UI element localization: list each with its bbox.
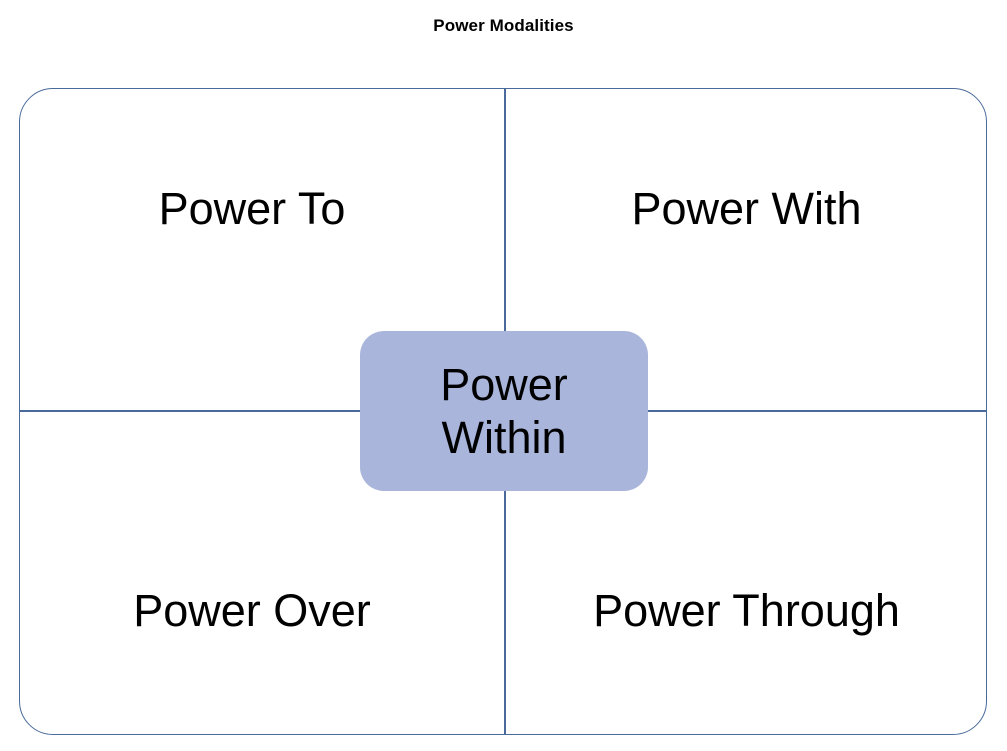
quadrant-bottom-right-label: Power Through — [593, 585, 900, 636]
center-node-label: Power Within — [440, 358, 568, 463]
quadrant-frame — [19, 88, 987, 735]
center-node: Power Within — [360, 331, 648, 491]
quadrant-top-right-label: Power With — [631, 183, 862, 234]
quadrant-bottom-left-label: Power Over — [133, 585, 371, 636]
quadrant-top-left-label: Power To — [158, 183, 346, 234]
page-title: Power Modalities — [433, 16, 574, 35]
